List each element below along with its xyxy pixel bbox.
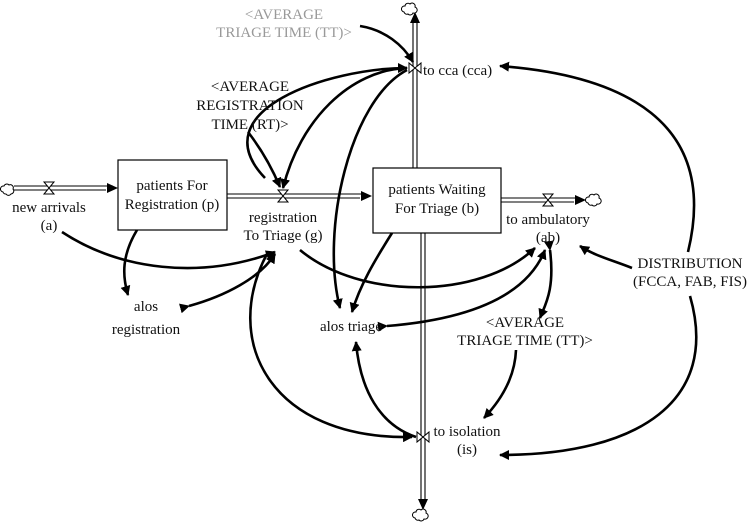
var-distribution-line1: DISTRIBUTION bbox=[638, 256, 743, 272]
flow-new-arrivals-label-line2: (a) bbox=[41, 218, 58, 234]
var-alos-registration-line2: registration bbox=[112, 322, 181, 338]
flow-to-cca-label: to cca (cca) bbox=[423, 63, 492, 79]
cca-sink-cloud-icon bbox=[400, 2, 418, 16]
stock-registration-label-line2: Registration (p) bbox=[125, 197, 220, 213]
shadow-tt-right-line1: <AVERAGE bbox=[486, 315, 564, 331]
source-cloud-icon bbox=[0, 183, 15, 196]
new-arrivals-valve-icon[interactable] bbox=[42, 181, 56, 195]
shadow-rt-line3: TIME (RT)> bbox=[211, 117, 288, 133]
registration-to-triage-pipe bbox=[227, 191, 372, 201]
stock-patients-for-registration[interactable] bbox=[117, 159, 228, 231]
to-isolation-valve-icon[interactable] bbox=[416, 430, 430, 444]
to-ambulatory-pipe bbox=[501, 195, 586, 205]
ambulatory-sink-cloud-icon bbox=[584, 193, 602, 207]
shadow-tt-right-line2: TRIAGE TIME (TT)> bbox=[457, 333, 593, 349]
stock-waiting-label-line1: patients Waiting bbox=[388, 182, 486, 198]
flow-new-arrivals-label-line1: new arrivals bbox=[12, 200, 86, 216]
flow-to-isolation-label-line2: (is) bbox=[457, 442, 477, 458]
flow-to-isolation-label-line1: to isolation bbox=[433, 424, 501, 440]
stock-registration-label-line1: patients For bbox=[136, 178, 207, 194]
to-ambulatory-valve-icon[interactable] bbox=[541, 193, 555, 207]
registration-to-triage-valve-icon[interactable] bbox=[276, 189, 290, 203]
flow-to-ambulatory-label-line1: to ambulatory bbox=[506, 212, 590, 228]
causal-links bbox=[61, 24, 698, 460]
to-isolation-pipe bbox=[418, 233, 428, 510]
to-cca-pipe bbox=[410, 12, 420, 168]
flow-registration-label-line1: registration bbox=[249, 210, 318, 226]
shadow-tt-top-line2: TRIAGE TIME (TT)> bbox=[216, 25, 352, 41]
stock-patients-waiting-for-triage[interactable] bbox=[372, 167, 502, 234]
var-alos-registration-line1: alos bbox=[134, 299, 158, 315]
to-cca-valve-icon[interactable] bbox=[408, 61, 422, 75]
new-arrivals-pipe bbox=[14, 183, 118, 193]
var-distribution-line2: (FCCA, FAB, FIS) bbox=[633, 274, 747, 290]
stock-waiting-label-line2: For Triage (b) bbox=[395, 201, 479, 217]
shadow-rt-line1: <AVERAGE bbox=[211, 79, 289, 95]
isolation-sink-cloud-icon bbox=[411, 508, 429, 522]
flow-registration-label-line2: To Triage (g) bbox=[244, 228, 323, 244]
var-alos-triage: alos triage bbox=[320, 319, 382, 335]
flow-to-ambulatory-label-line2: (ab) bbox=[536, 230, 560, 246]
shadow-rt-line2: REGISTRATION bbox=[196, 98, 304, 114]
shadow-tt-top-line1: <AVERAGE bbox=[245, 7, 323, 23]
